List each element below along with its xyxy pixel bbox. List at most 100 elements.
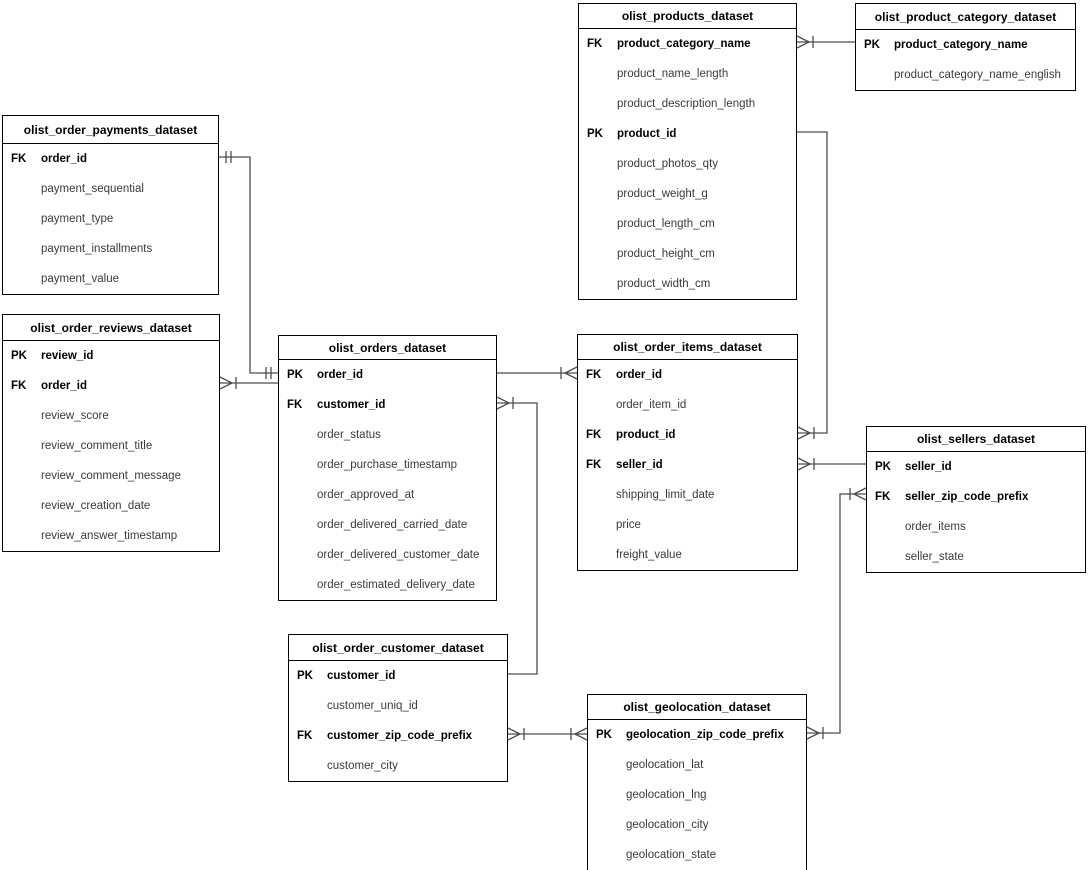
key-label: FK	[11, 380, 27, 392]
field-name: product_description_length	[617, 98, 756, 110]
field-row-review_answer_timestamp: review_answer_timestamp	[3, 521, 219, 551]
field-name: product_length_cm	[617, 218, 715, 230]
field-row-order_item_id: order_item_id	[578, 390, 797, 420]
field-row-seller_zip_code_prefix: FK seller_zip_code_prefix	[867, 482, 1085, 512]
field-row-order_id: FK order_id	[3, 144, 218, 174]
field-name: product_weight_g	[617, 188, 708, 200]
field-row-product_weight_g: product_weight_g	[579, 179, 796, 209]
field-name: product_width_cm	[617, 278, 711, 290]
field-row-geolocation_lng: geolocation_lng	[588, 780, 806, 810]
field-row-shipping_limit_date: shipping_limit_date	[578, 480, 797, 510]
field-name: product_id	[617, 128, 677, 140]
field-name: review_comment_title	[41, 440, 153, 452]
key-label: PK	[11, 350, 27, 362]
table-title: olist_sellers_dataset	[867, 427, 1085, 452]
key-label: FK	[587, 38, 603, 50]
field-name: payment_sequential	[41, 183, 144, 195]
field-row-review_score: review_score	[3, 401, 219, 431]
field-row-review_comment_title: review_comment_title	[3, 431, 219, 461]
field-row-product_photos_qty: product_photos_qty	[579, 149, 796, 179]
field-name: customer_city	[327, 760, 398, 772]
table-title: olist_orders_dataset	[279, 336, 496, 360]
field-name: geolocation_state	[626, 849, 717, 861]
field-name: order_id	[616, 369, 663, 381]
field-name: product_name_length	[617, 68, 729, 80]
field-row-payment_sequential: payment_sequential	[3, 174, 218, 204]
relationship-olist_products_dataset.product_category_name--olist_product_category_dataset.product_category_name	[796, 35, 855, 49]
field-row-seller_state: seller_state	[867, 542, 1085, 572]
field-row-review_comment_message: review_comment_message	[3, 461, 219, 491]
field-name: geolocation_lat	[626, 759, 704, 771]
field-name: order_estimated_delivery_date	[317, 579, 475, 591]
field-name: customer_uniq_id	[327, 700, 418, 712]
field-row-order_status: order_status	[279, 420, 496, 450]
field-name: order_id	[41, 380, 88, 392]
field-row-product_height_cm: product_height_cm	[579, 239, 796, 269]
field-row-order_items: order_items	[867, 512, 1085, 542]
field-name: product_photos_qty	[617, 158, 719, 170]
field-name: seller_id	[905, 461, 952, 473]
field-name: payment_type	[41, 213, 114, 225]
field-name: product_category_name	[894, 39, 1028, 51]
table-title: olist_order_reviews_dataset	[3, 315, 219, 341]
field-name: order_delivered_carried_date	[317, 519, 468, 531]
key-label: FK	[297, 730, 313, 742]
key-label: PK	[297, 670, 313, 682]
field-row-payment_installments: payment_installments	[3, 234, 218, 264]
field-name: review_score	[41, 410, 109, 422]
field-row-price: price	[578, 510, 797, 540]
field-row-geolocation_state: geolocation_state	[588, 840, 806, 870]
field-name: order_id	[317, 369, 364, 381]
key-label: FK	[11, 153, 27, 165]
field-row-payment_value: payment_value	[3, 264, 218, 294]
field-name: price	[616, 519, 641, 531]
field-row-product_length_cm: product_length_cm	[579, 209, 796, 239]
field-name: customer_id	[317, 399, 386, 411]
field-row-order_delivered_carried_date: order_delivered_carried_date	[279, 510, 496, 540]
field-name: freight_value	[616, 549, 682, 561]
key-label: FK	[586, 429, 602, 441]
field-name: product_id	[616, 429, 676, 441]
field-row-order_delivered_customer_date: order_delivered_customer_date	[279, 540, 496, 570]
relationship-olist_order_payments_dataset.order_id--olist_orders_dataset.order_id	[219, 151, 278, 379]
field-row-geolocation_city: geolocation_city	[588, 810, 806, 840]
field-row-customer_city: customer_city	[289, 751, 507, 781]
table-title: olist_order_payments_dataset	[3, 116, 218, 144]
key-label: FK	[287, 399, 303, 411]
field-name: shipping_limit_date	[616, 489, 715, 501]
table-title: olist_geolocation_dataset	[588, 695, 806, 720]
field-name: geolocation_lng	[626, 789, 707, 801]
field-row-customer_id: FK customer_id	[279, 390, 496, 420]
field-name: order_id	[41, 153, 88, 165]
field-row-order_id: FK order_id	[3, 371, 219, 401]
field-name: review_answer_timestamp	[41, 530, 178, 542]
field-row-product_description_length: product_description_length	[579, 89, 796, 119]
key-label: FK	[875, 491, 891, 503]
field-row-customer_uniq_id: customer_uniq_id	[289, 691, 507, 721]
field-name: payment_installments	[41, 243, 153, 255]
field-name: review_creation_date	[41, 500, 151, 512]
field-row-review_creation_date: review_creation_date	[3, 491, 219, 521]
table-title: olist_order_customer_dataset	[289, 635, 507, 661]
table-title: olist_products_dataset	[579, 4, 796, 29]
field-name: seller_state	[905, 551, 964, 563]
field-row-product_category_name_english: product_category_name_english	[856, 60, 1075, 90]
field-name: seller_zip_code_prefix	[905, 491, 1029, 503]
